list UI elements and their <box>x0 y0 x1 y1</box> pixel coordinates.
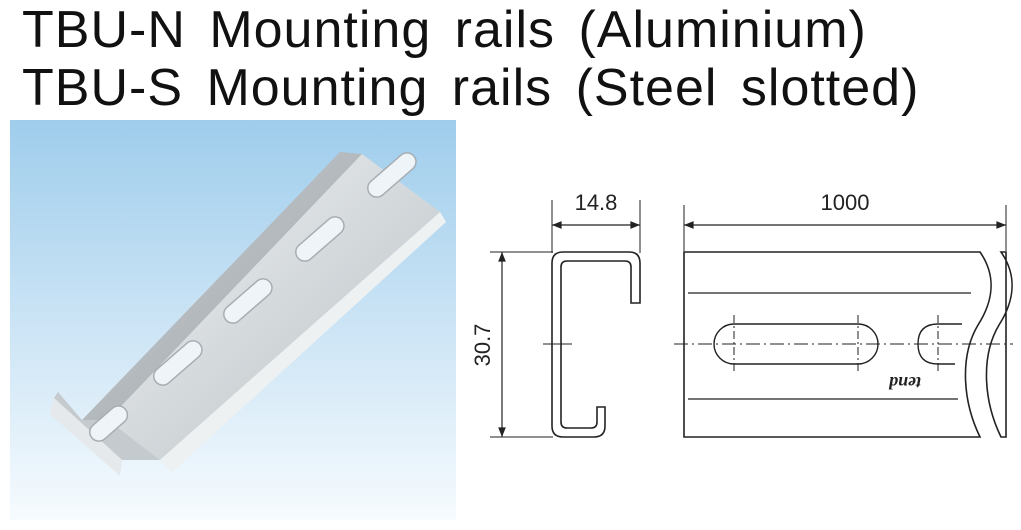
product-photo <box>10 120 456 520</box>
cross-section-view <box>490 200 641 438</box>
brand-mark-mirrored: tend <box>888 373 921 393</box>
rail-base <box>108 154 440 460</box>
title-line-1: TBU-N Mounting rails (Aluminium) <box>22 1 867 59</box>
length-dimension: 1000 <box>821 190 870 215</box>
title-line-2: TBU-S Mounting rails (Steel slotted) <box>22 59 920 117</box>
side-view <box>674 205 1013 438</box>
height-dimension: 30.7 <box>470 324 495 367</box>
rail-photo-illustration <box>10 120 456 520</box>
rail-back-flange <box>82 152 362 420</box>
technical-drawing: 14.8 30.7 1000 tend <box>470 190 1013 438</box>
rail-slots <box>89 152 417 442</box>
width-dimension: 14.8 <box>575 190 618 215</box>
